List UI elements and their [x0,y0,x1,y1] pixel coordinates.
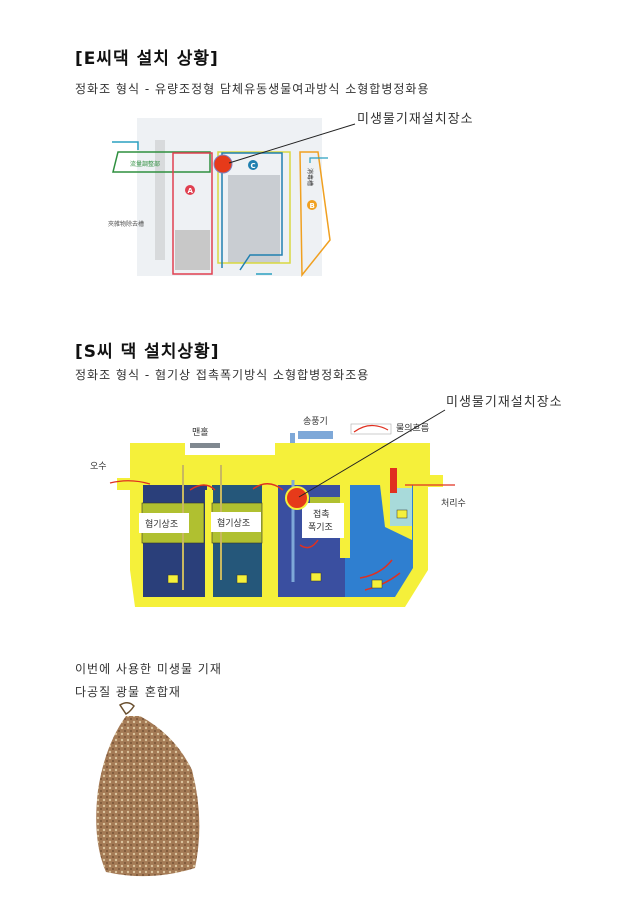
manhole-label: 맨홀 [192,426,209,438]
tank-a-letter: A [188,187,194,195]
blower-label: 송풍기 [303,416,328,427]
water-flow-label: 물의흐름 [396,423,429,434]
callout-arrow [298,409,446,498]
flow-adjust-label: 流量調整部 [130,160,160,168]
tank-yellow [217,151,291,264]
section2-subtitle: 정화조 형식 - 혐기상 접촉폭기방식 소형합병정화조용 [75,368,370,382]
anaerobic-tank1-label: 혐기상조 [145,519,178,530]
sewage-label: 오수 [90,461,107,472]
tank-b [299,151,331,278]
section2-callout: 미생물기재설치장소 [446,395,563,410]
blower [298,431,333,439]
aeration-tank-label-2: 폭기조 [308,522,333,533]
tank-b-letter: B [310,202,315,210]
callout-arrow [228,123,356,164]
disinfect-label: 消毒槽 [306,168,314,186]
section1-callout: 미생물기재설치장소 [357,112,474,127]
tank-a [172,152,213,275]
anaerobic-tank2-label: 혐기상조 [217,518,250,529]
aeration-tank-label-1: 접촉 [313,508,330,520]
microbe-install-point-marker [285,486,309,510]
flow-adjust-section [112,151,211,173]
material-line1: 이번에 사용한 미생물 기재 [75,662,222,676]
tank-c-letter: C [251,162,256,170]
debris-tank-label: 夾雑物除去槽 [108,220,144,228]
section1-subtitle: 정화조 형식 - 유량조정형 담체유동생물여과방식 소형합병정화용 [75,82,430,96]
section2-title: [S씨 댁 설치상황] [75,342,220,362]
section1-title: [E씨댁 설치 상황] [75,49,219,69]
material-line2: 다공질 광물 혼합재 [75,685,181,699]
microbe-install-point-marker [213,154,233,174]
porous-mineral-bag-photo [96,702,200,877]
septic-diagram-e: 流量調整部 夾雑物除去槽 A C B 消毒槽 [108,118,356,278]
septic-diagram-s: 혐기상조 혐기상조 접촉 폭기조 오수 맨홀 송풍기 물의흐름 처리수 [90,409,466,607]
treated-water-label: 처리수 [441,497,466,509]
